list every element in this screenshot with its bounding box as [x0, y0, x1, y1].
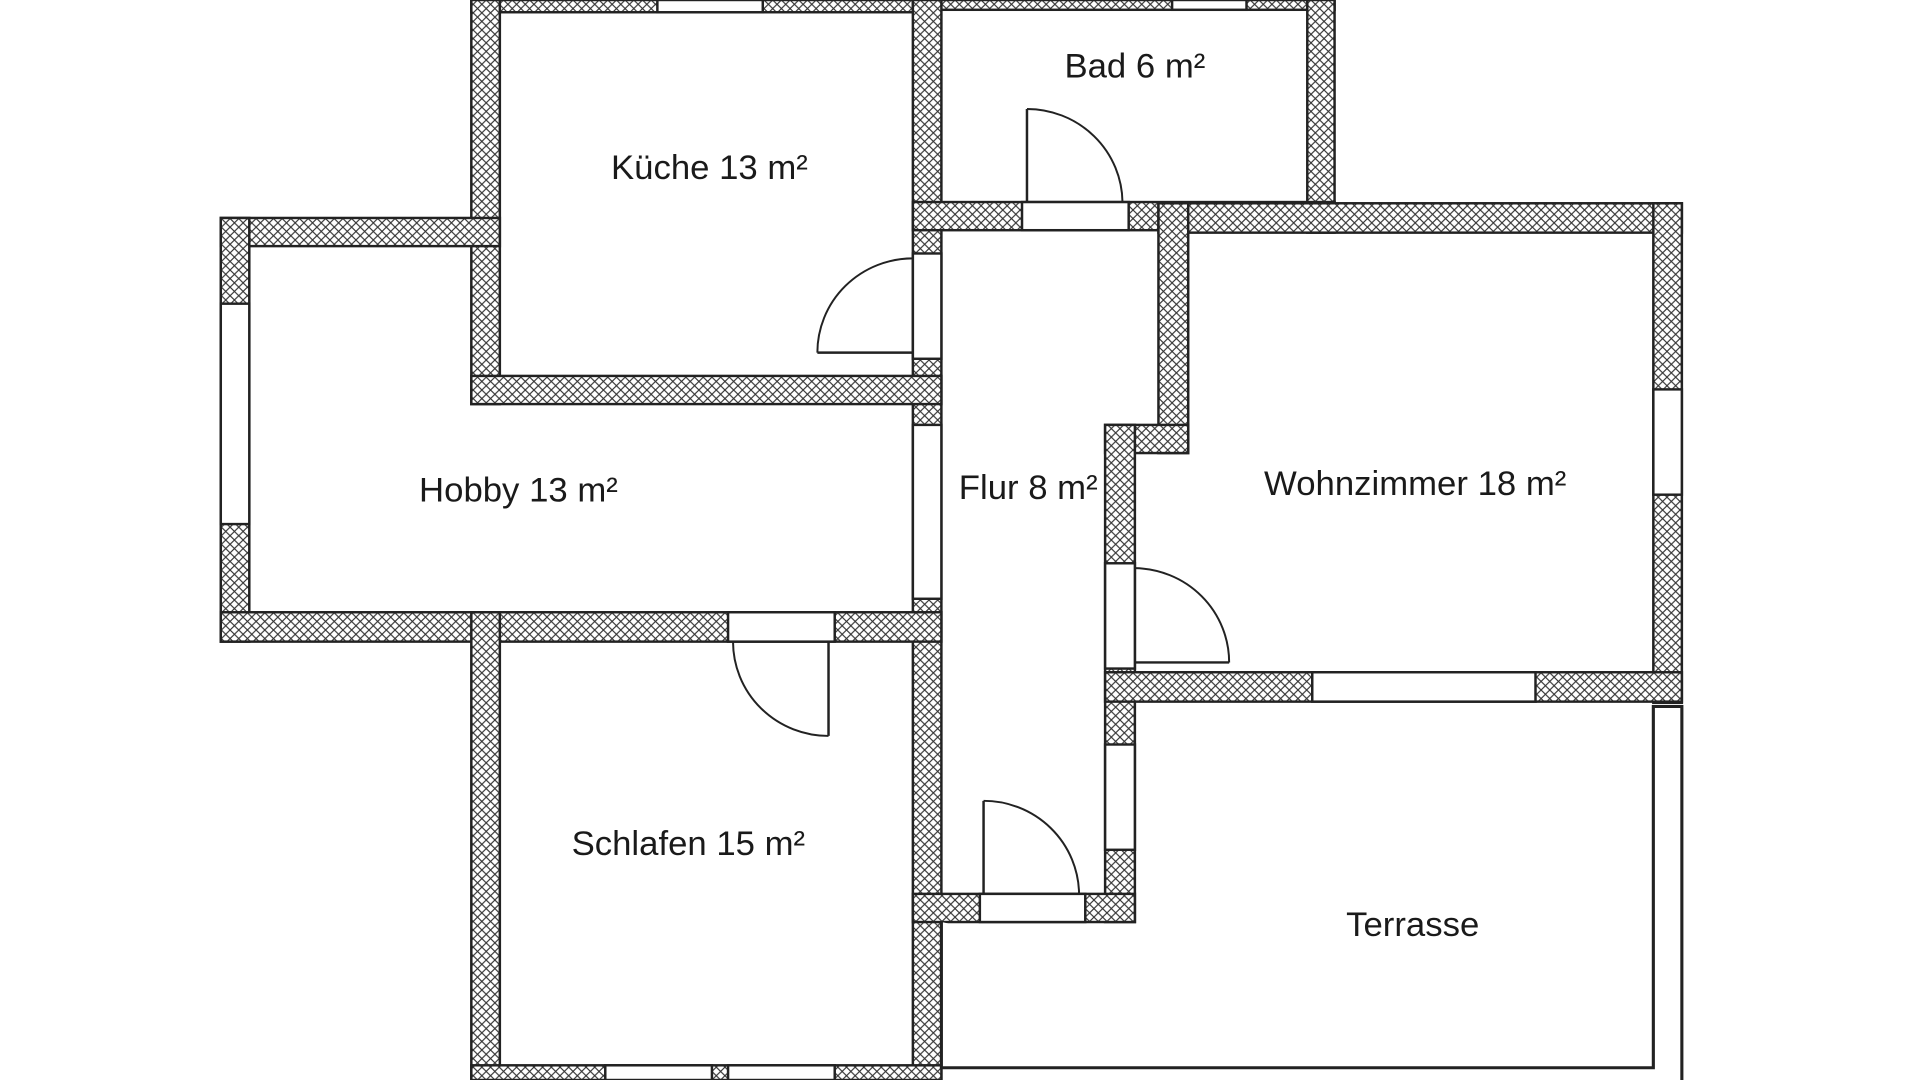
openings	[219, 0, 1684, 1080]
door-wohnzimmer	[1134, 567, 1231, 664]
wall-kueche-left	[470, 0, 502, 406]
door-kueche	[816, 257, 913, 354]
room-labels: Küche 13 m² Bad 6 m² Hobby 13 m² Flur 8 …	[419, 48, 1566, 944]
wall-kueche-bottom	[470, 374, 943, 406]
opening-bad-flur	[1020, 200, 1130, 232]
room-label-wohnzimmer: Wohnzimmer 18 m²	[1264, 465, 1566, 503]
window-schlafen-bottom-2	[726, 1064, 836, 1080]
room-label-kueche: Küche 13 m²	[611, 149, 808, 187]
wall-top-bad	[911, 0, 1336, 12]
room-label-terrasse: Terrasse	[1346, 906, 1479, 944]
window-wohnzimmer-right	[1652, 388, 1684, 496]
doors	[732, 108, 1231, 894]
opening-flur-bottom	[978, 892, 1087, 924]
room-label-hobby: Hobby 13 m²	[419, 471, 618, 509]
room-label-bad: Bad 6 m²	[1064, 48, 1205, 86]
room-label-flur: Flur 8 m²	[959, 469, 1098, 507]
door-schlafen	[732, 641, 830, 737]
wall-flur-right-upper	[1157, 202, 1190, 455]
window-schlafen-bottom-1	[604, 1064, 714, 1080]
wall-bad-right	[1306, 0, 1336, 234]
opening-flur-wohnzimmer	[1103, 562, 1137, 670]
opening-hobby-flur	[911, 423, 943, 600]
window-bad-top	[1170, 0, 1248, 12]
door-flur	[982, 799, 1081, 894]
door-bad	[1025, 108, 1124, 203]
terrace-outline	[939, 705, 1684, 1080]
room-label-schlafen: Schlafen 15 m²	[572, 825, 806, 863]
window-hobby-left	[219, 302, 251, 526]
wall-schlafen-left	[470, 611, 502, 1080]
opening-hobby-schlafen	[726, 611, 836, 643]
opening-flur-terrasse	[1103, 743, 1137, 852]
window-kueche-top	[656, 0, 765, 14]
wall-wohnzimmer-top	[1157, 202, 1684, 234]
wall-hobby-top	[219, 216, 502, 248]
window-wohnzimmer-terrasse	[1311, 671, 1537, 703]
opening-kueche-flur	[911, 252, 943, 360]
